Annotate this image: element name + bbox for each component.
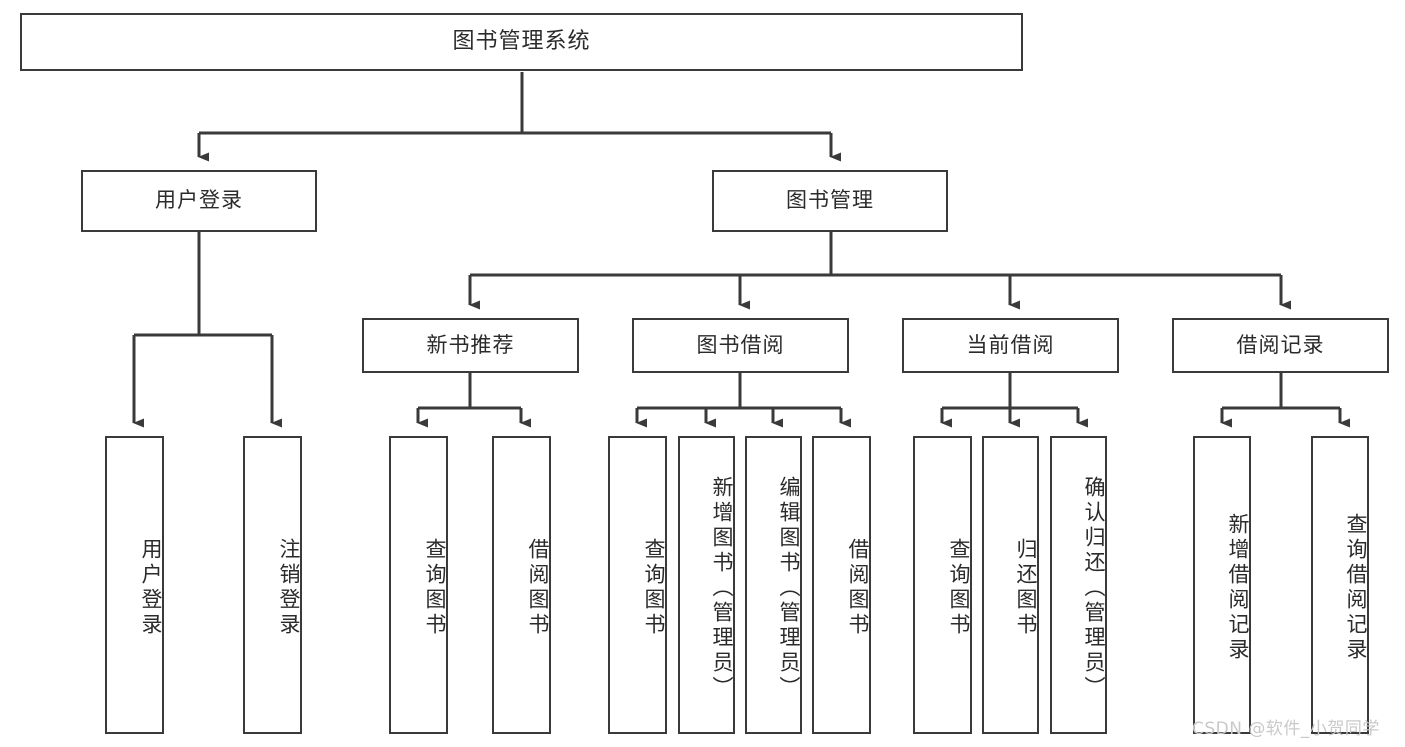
leaf-query-borrow-record[interactable]: 查询借阅记录 xyxy=(1311,436,1369,734)
node-root-system[interactable]: 图书管理系统 xyxy=(20,13,1023,71)
watermark-text: CSDN @软件_小贺同学 xyxy=(1192,719,1380,739)
leaf-query-book-borrow[interactable]: 查询图书 xyxy=(608,436,667,734)
node-borrow-record[interactable]: 借阅记录 xyxy=(1172,318,1389,373)
leaf-add-borrow-record[interactable]: 新增借阅记录 xyxy=(1193,436,1251,734)
node-current-borrow[interactable]: 当前借阅 xyxy=(902,318,1119,373)
leaf-user-login[interactable]: 用户登录 xyxy=(105,436,164,734)
node-label: 新增图书（管理员） xyxy=(710,475,734,701)
node-label: 当前借阅 xyxy=(966,332,1055,357)
leaf-query-book-current[interactable]: 查询图书 xyxy=(913,436,972,734)
leaf-borrow-book[interactable]: 借阅图书 xyxy=(812,436,871,734)
node-label: 借阅记录 xyxy=(1236,332,1325,357)
watermark: CSDN @软件_小贺同学 xyxy=(1192,714,1380,739)
node-label: 注销登录 xyxy=(277,538,301,638)
leaf-borrow-book-recommend[interactable]: 借阅图书 xyxy=(492,436,551,734)
node-label: 借阅图书 xyxy=(846,538,870,638)
node-label: 新书推荐 xyxy=(426,332,515,357)
node-book-borrow[interactable]: 图书借阅 xyxy=(632,318,849,373)
node-label: 查询图书 xyxy=(642,538,666,638)
leaf-logout[interactable]: 注销登录 xyxy=(243,436,302,734)
node-label: 借阅图书 xyxy=(526,538,550,638)
node-label: 确认归还（管理员） xyxy=(1082,475,1106,701)
leaf-edit-book-admin[interactable]: 编辑图书（管理员） xyxy=(745,436,802,734)
node-book-management[interactable]: 图书管理 xyxy=(712,170,948,232)
leaf-return-book[interactable]: 归还图书 xyxy=(982,436,1039,734)
node-new-book-recommend[interactable]: 新书推荐 xyxy=(362,318,579,373)
node-label: 查询图书 xyxy=(947,538,971,638)
node-label: 图书管理系统 xyxy=(452,28,591,54)
node-label: 查询借阅记录 xyxy=(1344,513,1368,663)
node-label: 新增借阅记录 xyxy=(1226,513,1250,663)
node-user-login[interactable]: 用户登录 xyxy=(81,170,317,232)
node-label: 用户登录 xyxy=(155,188,243,213)
node-label: 编辑图书（管理员） xyxy=(777,475,801,701)
node-label: 图书管理 xyxy=(786,188,874,213)
leaf-query-book-recommend[interactable]: 查询图书 xyxy=(389,436,448,734)
node-label: 查询图书 xyxy=(423,538,447,638)
node-label: 用户登录 xyxy=(139,538,163,638)
leaf-add-book-admin[interactable]: 新增图书（管理员） xyxy=(678,436,735,734)
node-label: 图书借阅 xyxy=(696,332,785,357)
node-label: 归还图书 xyxy=(1014,538,1038,638)
leaf-confirm-return-admin[interactable]: 确认归还（管理员） xyxy=(1050,436,1107,734)
